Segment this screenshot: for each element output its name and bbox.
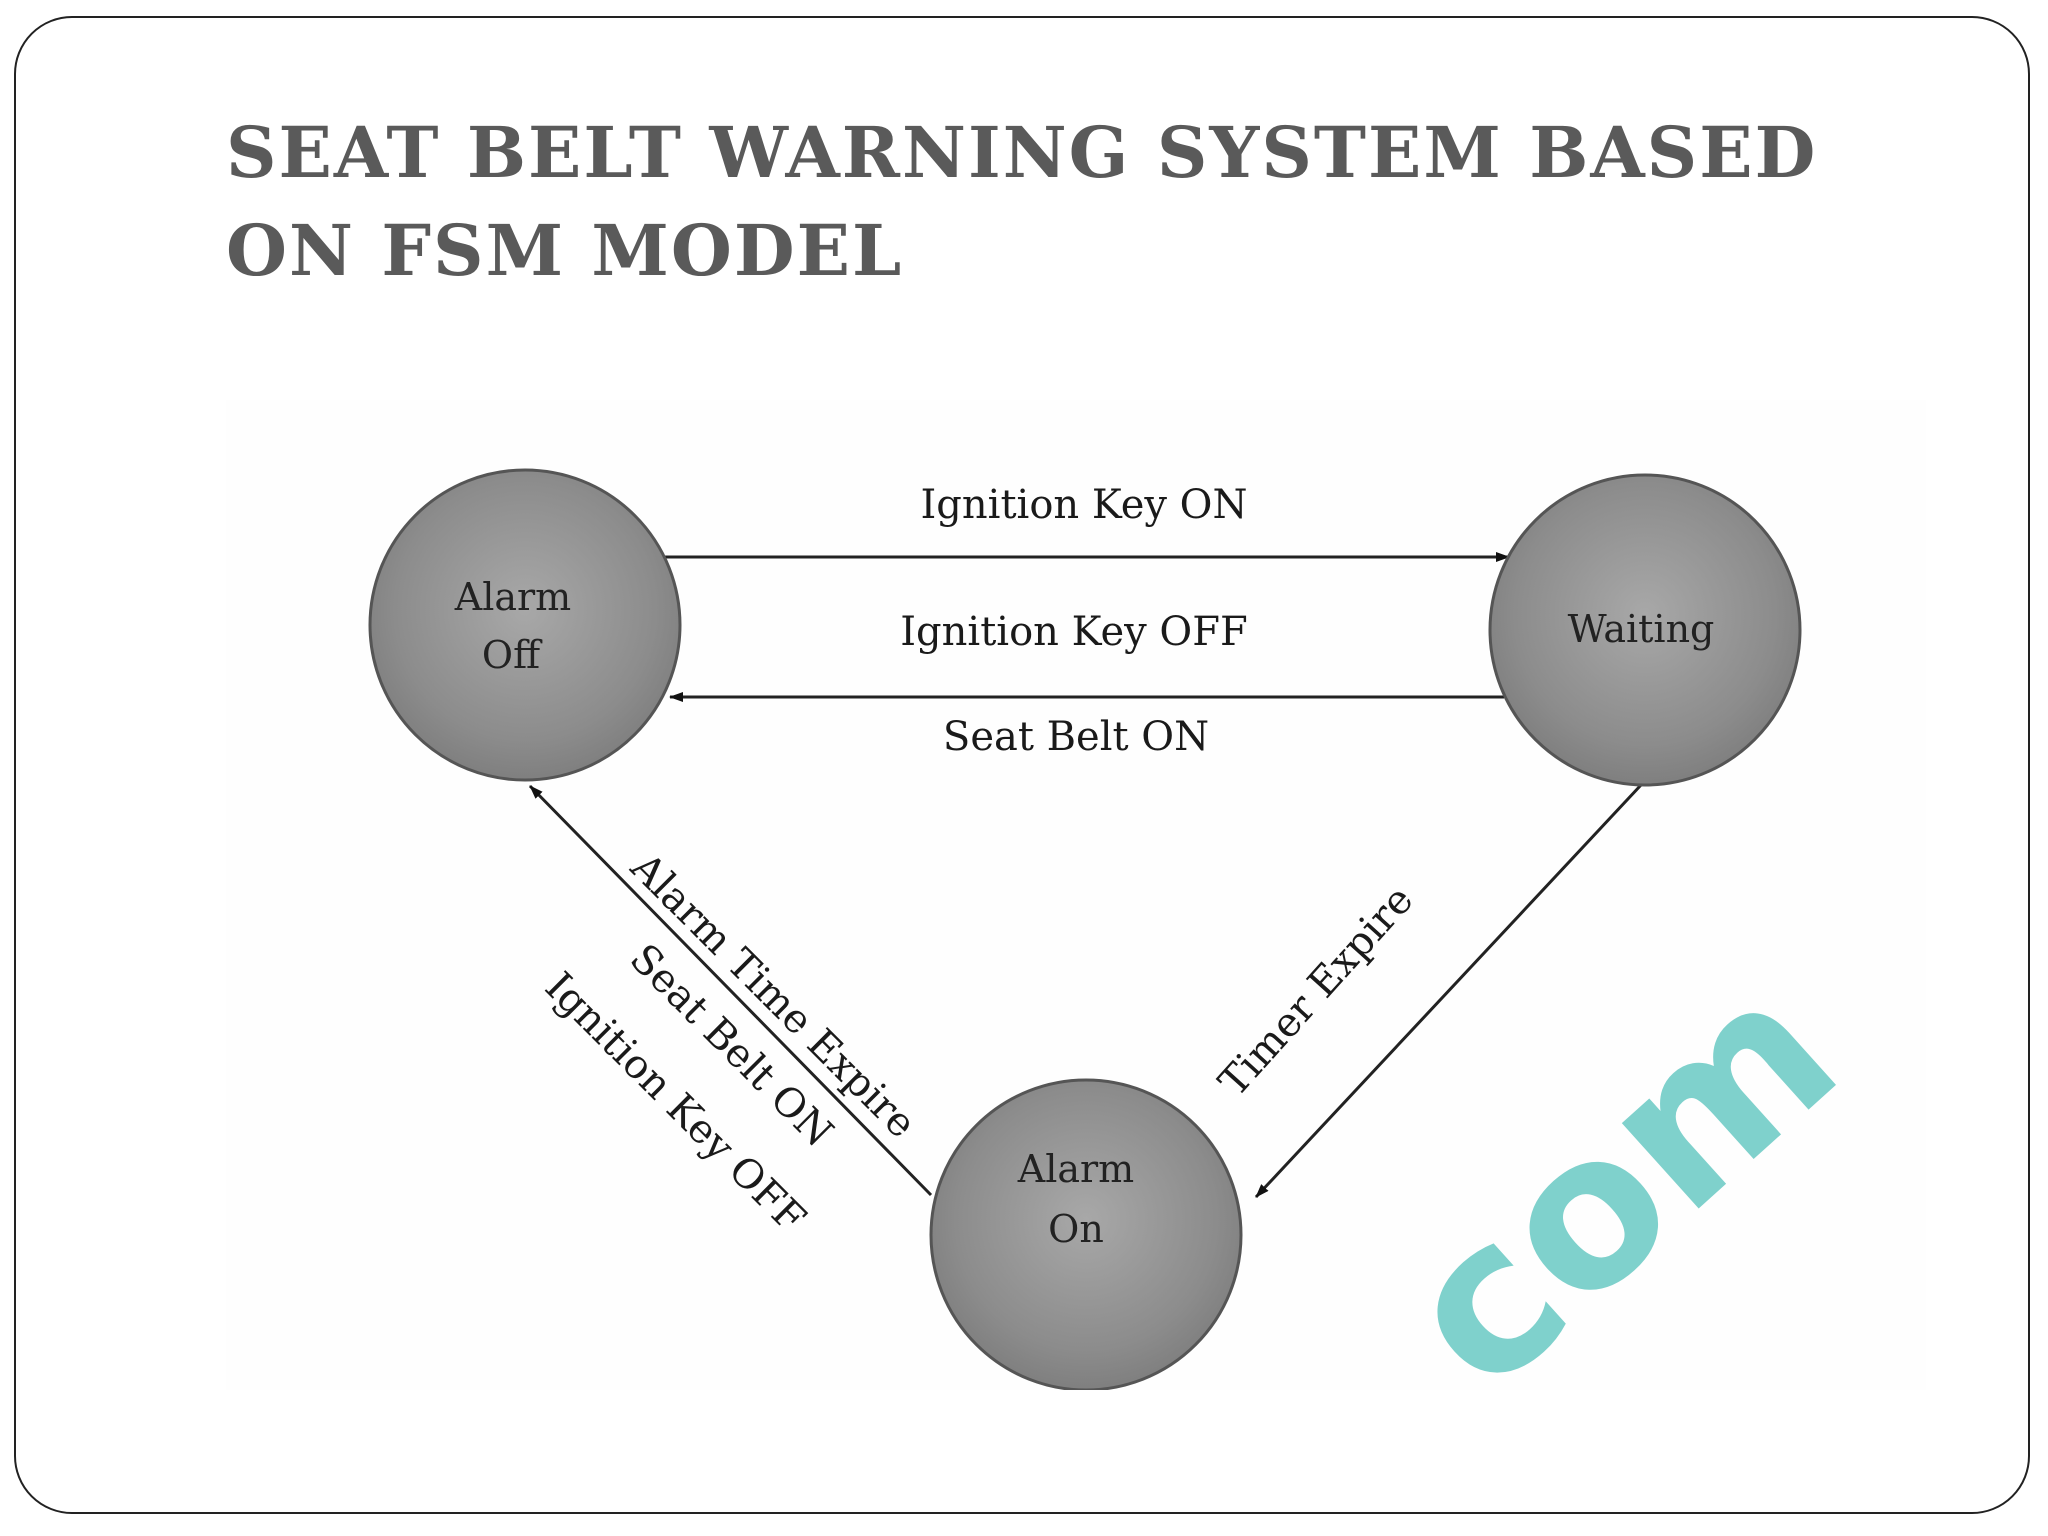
label-ignition-key-on: Ignition Key ON — [921, 482, 1248, 528]
label-seat-belt-on-top: Seat Belt ON — [943, 714, 1209, 760]
state-alarm-off-label-line1: Alarm — [454, 575, 571, 619]
state-alarm-off-label-line2: Off — [482, 633, 543, 677]
state-alarm-on-label-line1: Alarm — [1017, 1147, 1134, 1191]
state-waiting-label: Waiting — [1568, 607, 1715, 651]
state-waiting: Waiting — [1488, 473, 1802, 787]
edge-waiting-to-alarm-on — [1254, 783, 1643, 1199]
state-alarm-on-label-line2: On — [1048, 1207, 1104, 1251]
label-timer-expire: Timer Expire — [1210, 877, 1422, 1105]
watermark-text: com — [1356, 929, 1882, 1390]
state-alarm-on: Alarm On — [929, 1078, 1243, 1392]
fsm-diagram: com Ignition Key ON Ignition Key OFF Sea… — [226, 400, 1926, 1437]
label-ignition-key-off: Ignition Key OFF — [900, 609, 1247, 655]
slide-title: Seat Belt Warning System based on FSM Mo… — [226, 111, 1818, 292]
edge-alarm-on-to-alarm-off — [528, 784, 933, 1197]
fsm-diagram-svg: com Ignition Key ON Ignition Key OFF Sea… — [368, 468, 1882, 1437]
state-alarm-off: Alarm Off — [368, 468, 682, 782]
